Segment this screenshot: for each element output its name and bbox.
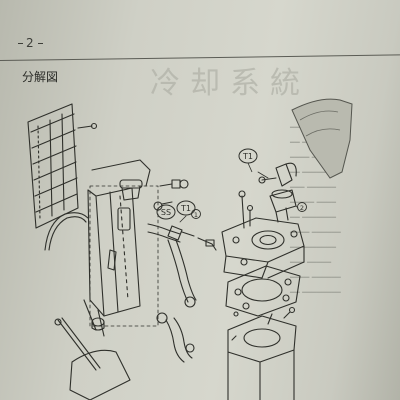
- callout-num-1: 1: [191, 209, 201, 219]
- temp-sender: [167, 225, 195, 241]
- radiator-cap: [119, 179, 143, 201]
- drain-plug: [91, 317, 105, 331]
- lower-rod: [57, 319, 97, 371]
- page-number: 2: [18, 36, 42, 50]
- svg-text:1: 1: [194, 211, 198, 219]
- side-cover: [291, 98, 353, 179]
- radiator-guard: [27, 103, 79, 229]
- thermostat-housing: [269, 189, 297, 223]
- radiator: [83, 159, 151, 337]
- callout-t1-top: T1: [238, 148, 258, 173]
- svg-text:SS: SS: [161, 208, 171, 217]
- overflow-hose: [44, 212, 89, 251]
- guard-screw: [77, 122, 98, 130]
- svg-text:T1: T1: [242, 152, 253, 161]
- cylinder-head: [221, 217, 305, 279]
- section-title: 分解図: [22, 70, 59, 84]
- cylinder: [227, 315, 297, 400]
- head-gasket: [225, 265, 301, 317]
- lower-hose: [167, 239, 189, 303]
- svg-text:T1: T1: [180, 204, 191, 213]
- callout-ss: SS: [156, 204, 176, 220]
- lower-casing: [69, 349, 131, 400]
- svg-text:2: 2: [300, 204, 304, 212]
- callout-t1-mid: T1: [176, 200, 196, 216]
- callout-num-2: 2: [297, 202, 307, 212]
- bleed-through-heading: 冷却系統: [150, 66, 310, 101]
- upper-hose: [147, 223, 181, 235]
- water-elbow: [258, 162, 297, 187]
- mount-bolts: [153, 179, 189, 211]
- pump-hose: [165, 319, 185, 363]
